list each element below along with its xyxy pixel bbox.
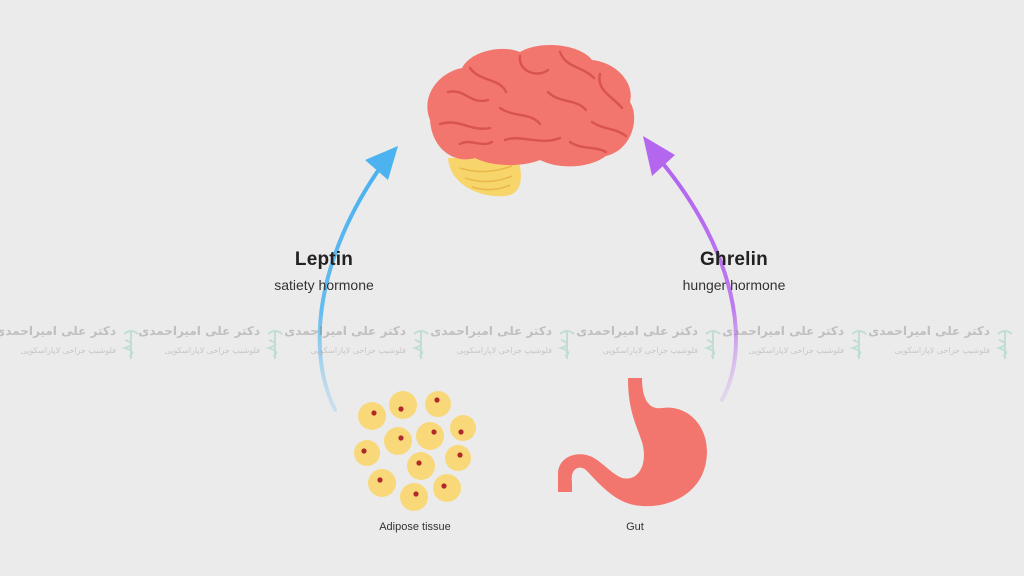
leptin-role: satiety hormone <box>274 277 374 293</box>
gut-caption: Gut <box>626 521 644 533</box>
fat-cell <box>433 474 461 502</box>
fat-cell <box>450 415 476 441</box>
ghrelin-role: hunger hormone <box>682 277 786 293</box>
fat-cell <box>368 469 396 497</box>
leptin-name: Leptin <box>294 249 354 270</box>
fat-cell <box>445 445 471 471</box>
ghrelin-arrow <box>643 136 738 402</box>
stomach-illustration <box>558 378 707 507</box>
leptin-label-group: Leptin satiety hormone <box>244 249 404 293</box>
fat-cell <box>384 427 412 455</box>
fat-cell <box>358 402 386 430</box>
fat-cell <box>416 422 444 450</box>
fat-cell <box>425 391 451 417</box>
fat-cell <box>354 440 380 466</box>
ghrelin-name: Ghrelin <box>700 249 768 270</box>
ghrelin-label-group: Ghrelin hunger hormone <box>654 249 814 293</box>
adipose-tissue-illustration <box>354 391 476 511</box>
leptin-arrow <box>317 146 398 412</box>
brain-illustration <box>427 45 635 197</box>
fat-cell <box>407 452 435 480</box>
cerebellum-shape <box>448 158 521 197</box>
fat-cell <box>400 483 428 511</box>
cerebrum-shape <box>427 45 635 167</box>
adipose-tissue-caption: Adipose tissue <box>379 521 451 533</box>
fat-cell <box>389 391 417 419</box>
